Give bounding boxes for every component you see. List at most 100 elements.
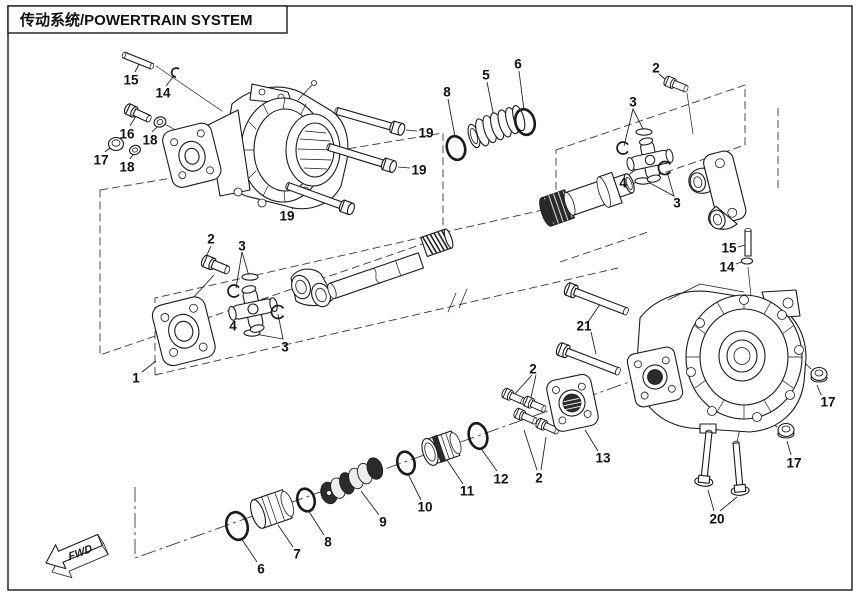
callout-3: 3 — [673, 196, 681, 211]
boot-5 — [467, 105, 526, 149]
callout-5: 5 — [482, 68, 490, 83]
slip-shaft — [539, 171, 635, 227]
bolt-2d2 — [535, 417, 560, 435]
nut-17b — [810, 366, 828, 383]
coupler-11 — [421, 430, 462, 466]
callout-9: 9 — [379, 515, 387, 530]
ring-6b — [224, 510, 250, 542]
flange-1 — [151, 296, 216, 367]
outer-border — [7, 5, 853, 591]
callout-16: 16 — [119, 127, 135, 142]
callout-13: 13 — [595, 451, 611, 466]
ring-12 — [467, 421, 489, 451]
callout-18: 18 — [142, 133, 158, 148]
snap-ring-3c — [616, 141, 629, 155]
coupler-chain — [224, 421, 489, 542]
callout-6: 6 — [257, 562, 265, 577]
callout-2: 2 — [207, 232, 215, 247]
yoke-ear-1 — [291, 274, 311, 300]
propshaft-tube — [327, 252, 425, 300]
rear-joint-group — [539, 75, 747, 230]
bolt-2b — [663, 75, 689, 93]
washer-18b — [129, 144, 141, 156]
washer-3a — [241, 273, 259, 281]
callout-14: 14 — [719, 260, 735, 275]
bolt-20a — [694, 429, 714, 487]
panel-mid-group-bottom — [154, 267, 619, 376]
rear-input-flange — [626, 346, 684, 408]
ring-10 — [395, 450, 417, 476]
front-hardware — [107, 51, 406, 216]
rear-flange-group — [501, 373, 599, 435]
callout-17: 17 — [820, 395, 835, 410]
rear-gearbox — [555, 227, 828, 496]
callout-18: 18 — [119, 160, 135, 175]
bolt-2c2 — [522, 395, 547, 413]
callout-1: 1 — [132, 371, 140, 386]
ring-6a — [513, 107, 537, 137]
callout-4: 4 — [619, 176, 627, 191]
callout-4: 4 — [229, 319, 237, 334]
front-gearbox — [162, 80, 349, 210]
propshaft-spline-tip — [420, 228, 454, 258]
nut-17a — [107, 136, 125, 152]
callout-2: 2 — [529, 362, 537, 377]
coupler-7 — [249, 489, 295, 529]
callout-2: 2 — [652, 61, 660, 76]
clip-14b — [740, 257, 754, 265]
snap-ring-3b — [270, 304, 285, 320]
bolt-21a — [563, 282, 629, 316]
callout-21: 21 — [576, 319, 592, 334]
washer-18a — [153, 116, 167, 128]
break-mark — [458, 288, 468, 309]
callout-2: 2 — [535, 471, 543, 486]
callout-6: 6 — [514, 57, 522, 72]
callouts-layer: 1222233334456678891011121314141515161717… — [93, 57, 835, 577]
snap-ring-3d — [657, 160, 672, 176]
ring-8b — [295, 487, 317, 513]
callout-8: 8 — [443, 85, 451, 100]
washer-3c — [635, 128, 653, 136]
bolt-19a — [334, 107, 406, 136]
panel-rear-gearbox-edge — [559, 231, 649, 263]
callout-11: 11 — [460, 484, 475, 499]
callout-15: 15 — [721, 241, 737, 256]
callout-10: 10 — [417, 500, 432, 515]
bolt-16 — [123, 103, 152, 123]
callout-20: 20 — [709, 512, 724, 527]
flange-yoke — [688, 150, 747, 230]
ring-8a — [445, 134, 467, 162]
callout-19: 19 — [279, 209, 294, 224]
callout-19: 19 — [411, 163, 426, 178]
snap-ring-3a — [227, 284, 240, 298]
callout-7: 7 — [293, 547, 301, 562]
pin-15b — [744, 227, 752, 257]
bolt-21b — [555, 342, 621, 376]
callout-19: 19 — [418, 126, 433, 141]
bolt-2a — [200, 254, 231, 275]
nut-17c — [777, 422, 795, 439]
callout-3: 3 — [238, 239, 246, 254]
bolt-19c — [285, 182, 355, 216]
panel-rear-joint-group — [555, 84, 746, 211]
u-joint-4b — [626, 137, 674, 183]
page-title: 传动系统/POWERTRAIN SYSTEM — [19, 11, 253, 29]
fwd-arrow: FWD — [45, 533, 109, 579]
bolt-2d1 — [513, 407, 538, 425]
u-joint-4a — [228, 285, 278, 333]
bolt-19b — [326, 143, 397, 173]
pin-15 — [121, 51, 155, 70]
callout-12: 12 — [493, 472, 508, 487]
callout-3: 3 — [281, 340, 289, 355]
callout-17: 17 — [93, 153, 108, 168]
driveshaft-group — [151, 228, 454, 367]
callout-14: 14 — [155, 86, 171, 101]
shaft-9 — [320, 457, 384, 505]
clip-14 — [170, 67, 180, 78]
break-mark — [447, 292, 457, 313]
yoke-ear-2 — [311, 282, 331, 308]
front-output-flange — [162, 122, 222, 188]
title-box — [7, 5, 288, 34]
